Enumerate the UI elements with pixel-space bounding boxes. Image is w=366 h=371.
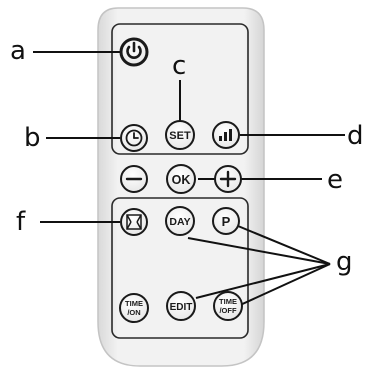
time-on-label-line1: TIME (125, 299, 143, 308)
signal-bars-icon (219, 129, 232, 141)
top-panel (111, 23, 249, 155)
time-on-label-line2: /ON (127, 308, 140, 317)
callout-c: c (172, 51, 186, 81)
bottom-panel (111, 197, 249, 339)
leader-line-g-day (187, 237, 331, 265)
callout-g: g (336, 247, 353, 277)
callout-e: e (327, 165, 343, 195)
clock-icon (125, 129, 143, 147)
power-icon (126, 41, 142, 59)
callout-b: b (24, 123, 41, 153)
leader-line-g-timeoff (237, 263, 331, 307)
time-off-label-line1: TIME (219, 297, 237, 306)
minus-button[interactable] (120, 165, 148, 193)
day-button[interactable]: DAY (165, 206, 195, 236)
edit-button[interactable]: EDIT (166, 291, 196, 321)
ok-button[interactable]: OK (166, 164, 196, 194)
level-button[interactable] (212, 121, 240, 149)
callout-a: a (10, 36, 26, 66)
time-off-label-line2: /OFF (219, 306, 236, 315)
plus-button[interactable] (214, 165, 242, 193)
callout-f: f (16, 207, 26, 237)
power-button[interactable] (119, 37, 149, 67)
leader-lines (33, 51, 345, 307)
set-button-label: SET (169, 130, 191, 142)
window-icon (126, 214, 142, 230)
plus-icon (219, 170, 237, 188)
set-button[interactable]: SET (165, 120, 195, 150)
leader-line-g-edit (195, 263, 331, 299)
day-button-label: DAY (169, 216, 190, 228)
callout-d: d (347, 121, 364, 151)
window-button[interactable] (120, 208, 148, 236)
ok-button-label: OK (172, 173, 191, 187)
edit-button-label: EDIT (170, 302, 193, 313)
p-button[interactable]: P (212, 207, 240, 235)
time-off-button[interactable]: TIME /OFF (213, 291, 243, 321)
p-button-label: P (222, 214, 231, 229)
time-on-button[interactable]: TIME /ON (119, 293, 149, 323)
leader-line-g-p (237, 225, 331, 265)
clock-button[interactable] (120, 124, 148, 152)
